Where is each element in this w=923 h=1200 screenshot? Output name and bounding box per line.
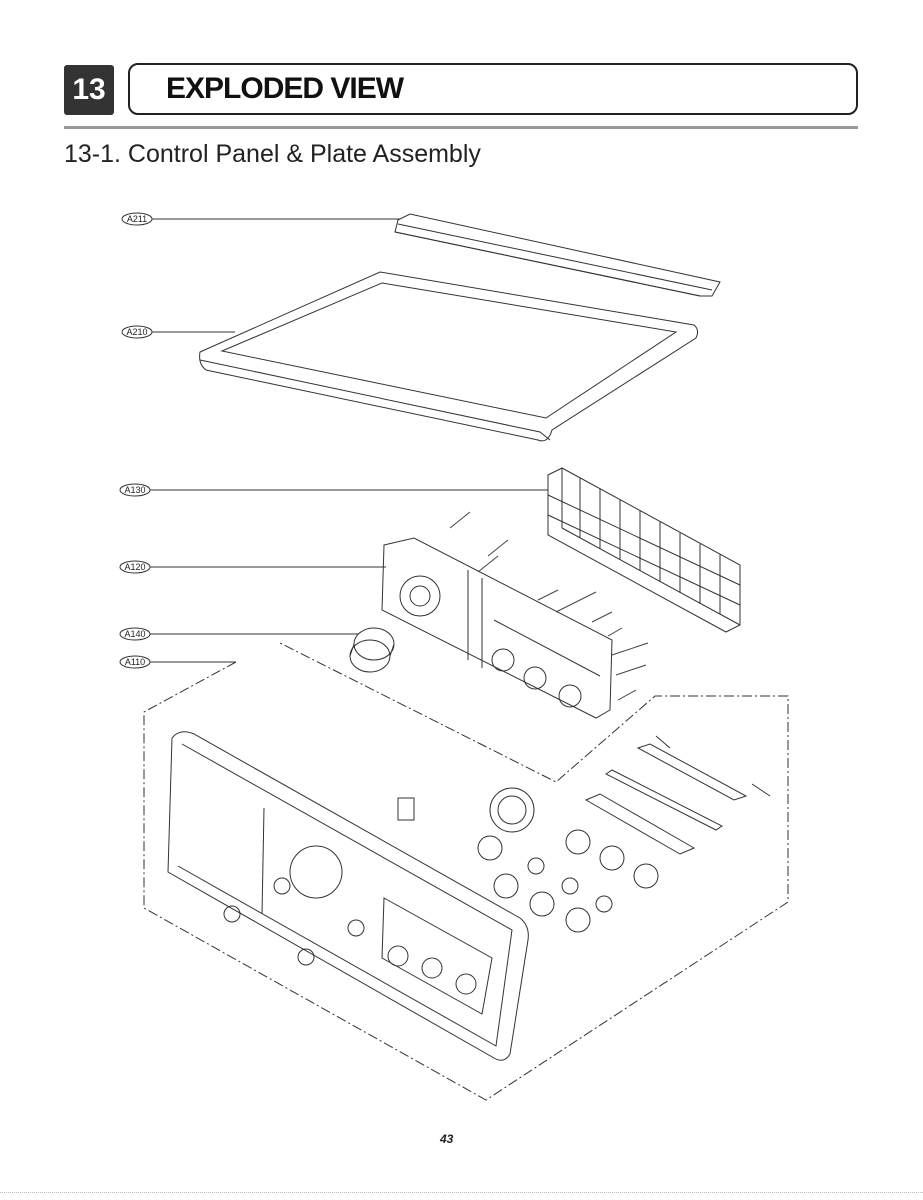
section-title: 13-1. Control Panel & Plate Assembly [64,140,481,168]
chapter-title: EXPLODED VIEW [166,72,404,105]
page-number: 43 [440,1132,454,1146]
callout-a211: A211 [127,214,147,224]
top-rail-part [394,213,721,297]
chapter-number-badge: 13 [64,65,114,115]
chapter-title-box: EXPLODED VIEW [128,63,858,115]
callout-labels: A211 A210 A130 A120 A140 A110 [119,212,153,669]
louver-part [547,467,741,633]
callout-a110: A110 [125,657,145,667]
loose-parts [397,735,771,933]
callout-a120: A120 [124,562,145,572]
callout-a210: A210 [126,327,147,337]
control-panel-front [167,731,529,1061]
assembly-boundary [143,641,789,1101]
bottom-border [0,1192,923,1193]
screws [449,511,649,701]
knob-part [349,627,395,673]
pcb-frame-part [381,537,613,719]
top-plate-part [199,271,699,442]
title-underline [64,126,858,129]
callout-a130: A130 [124,485,145,495]
callout-a140: A140 [124,629,145,639]
